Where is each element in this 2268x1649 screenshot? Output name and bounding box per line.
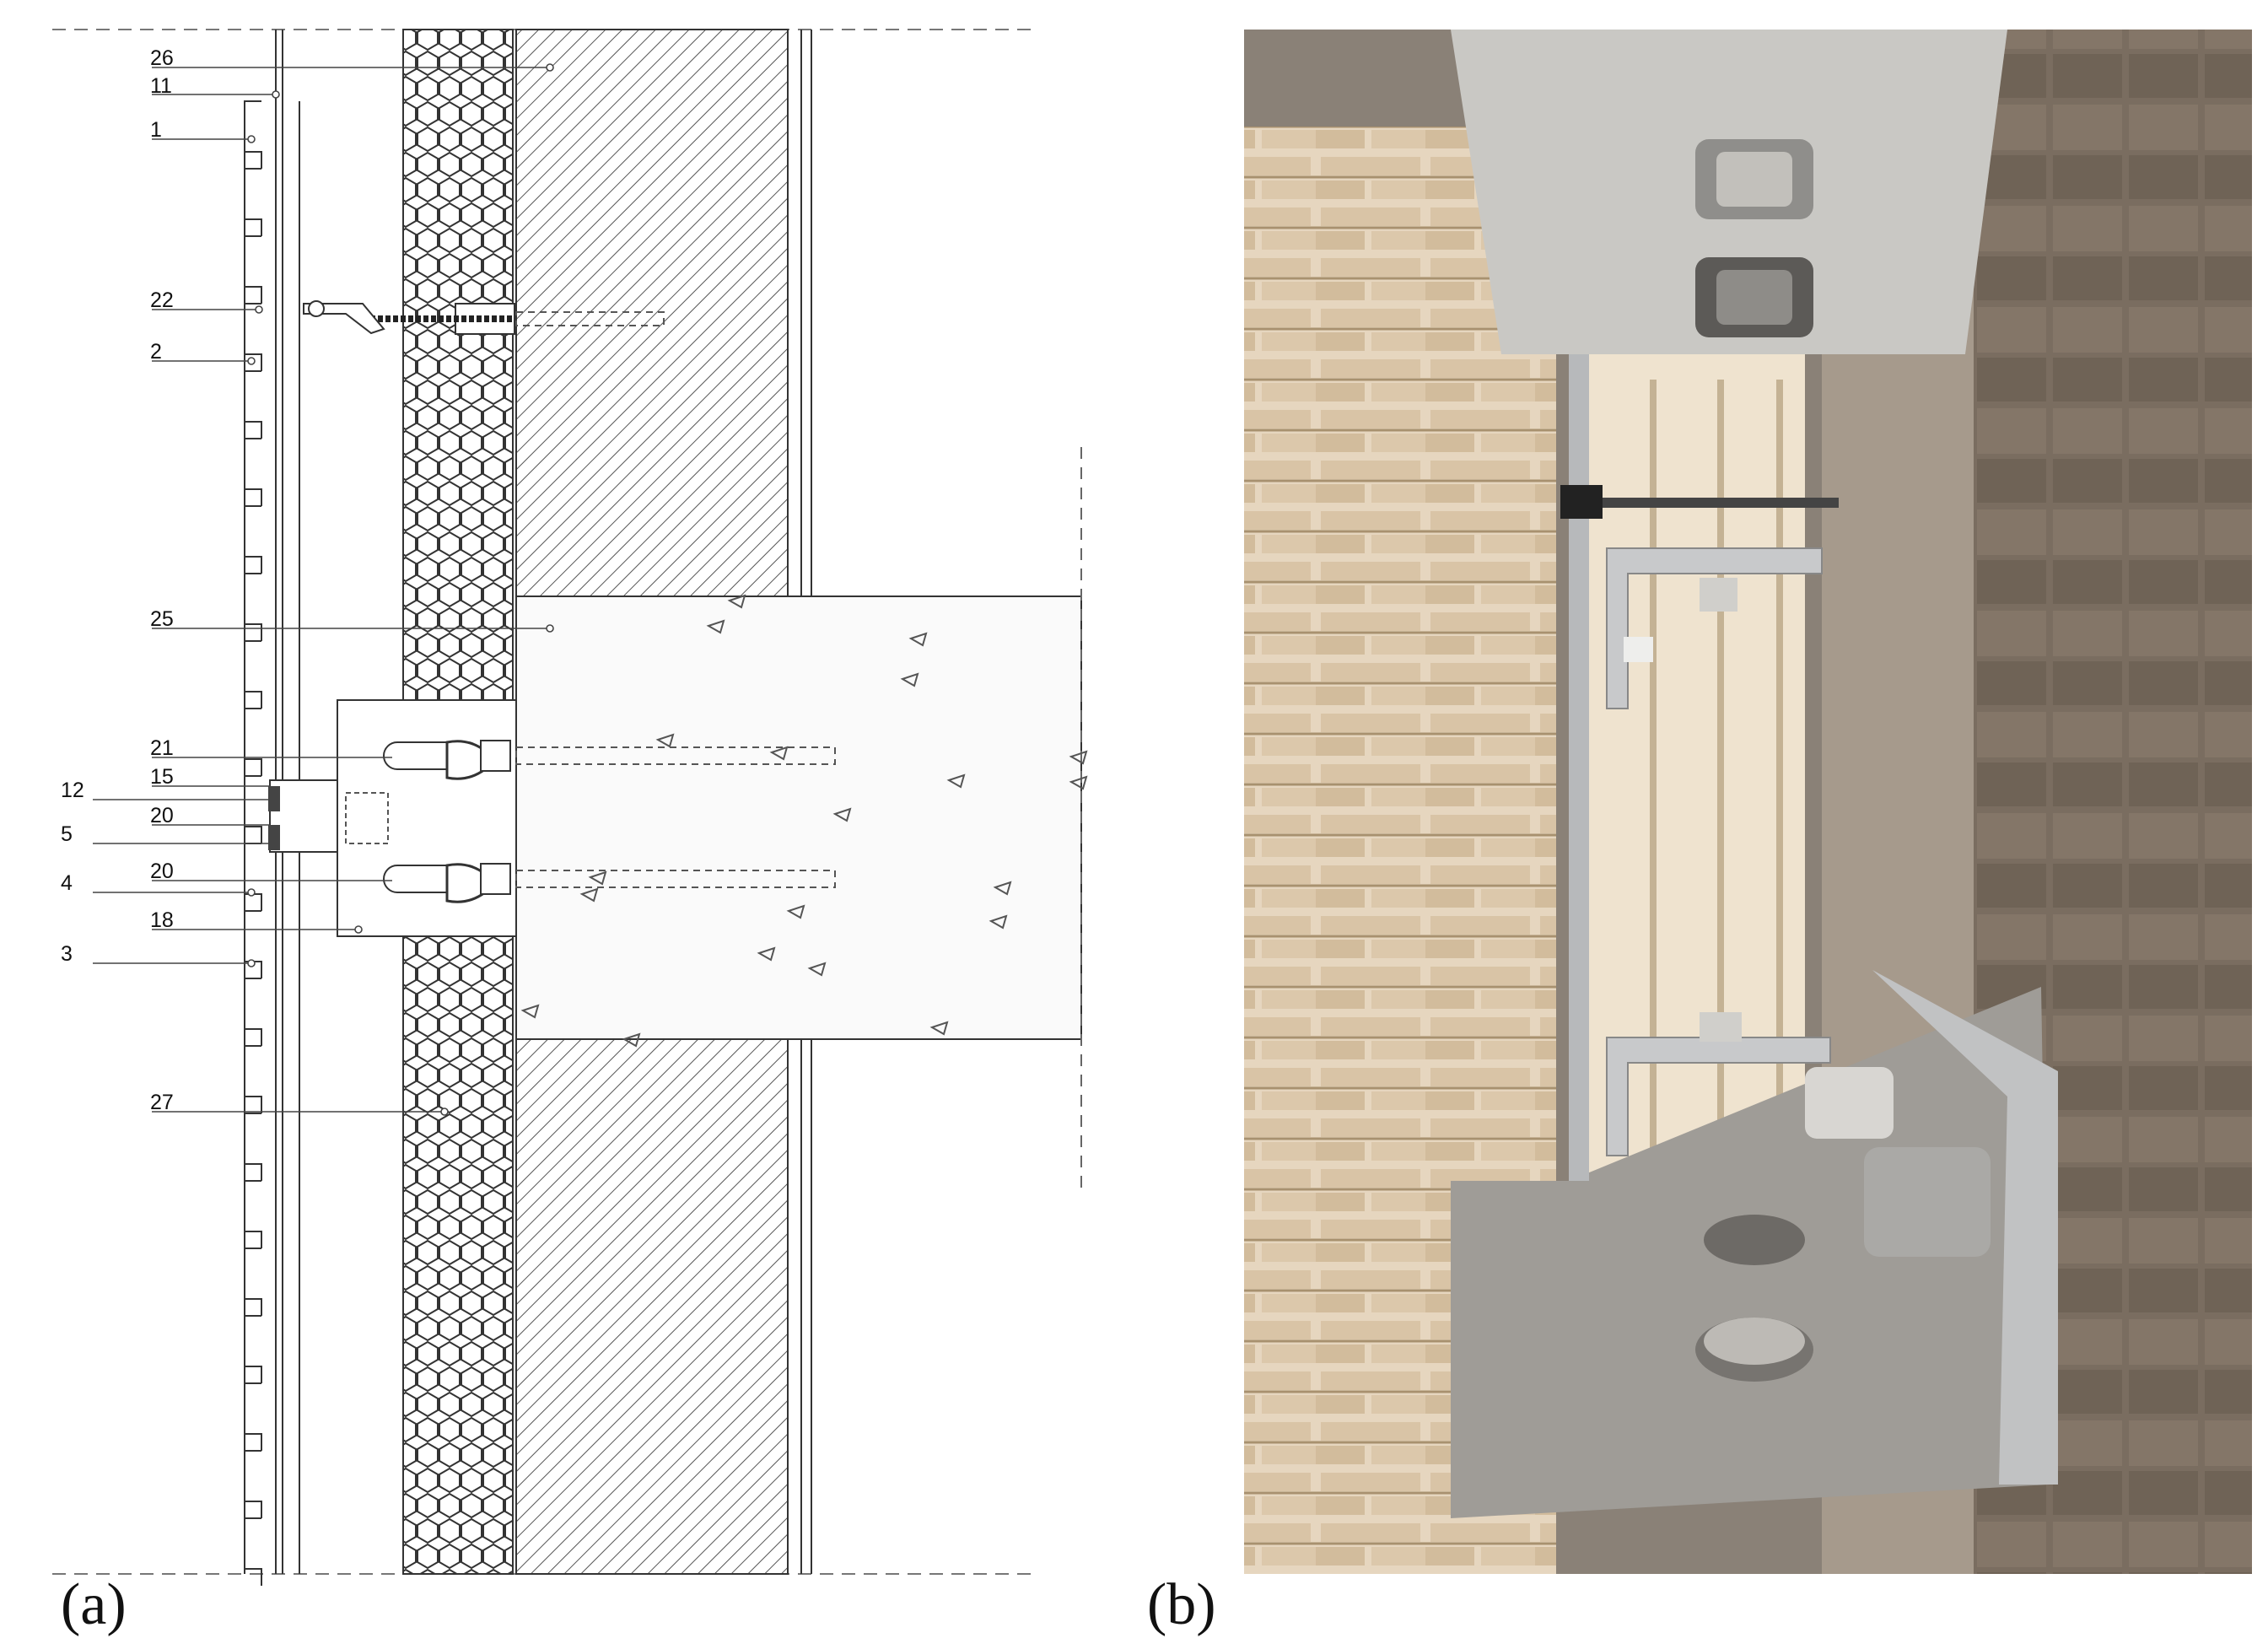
photo-vertical-rail xyxy=(1569,354,1589,1181)
callout-20-upper: 20 xyxy=(150,804,174,827)
callout-4: 4 xyxy=(61,871,73,895)
panel-b-label: (b) xyxy=(1147,1572,1216,1637)
callout-11: 11 xyxy=(150,74,172,98)
panel-a-label: (a) xyxy=(61,1572,127,1637)
callout-15: 15 xyxy=(150,765,174,789)
callout-1: 1 xyxy=(150,118,162,142)
callout-2: 2 xyxy=(150,340,162,364)
photo-corridor-light xyxy=(1569,354,1805,1198)
callout-3: 3 xyxy=(61,942,73,966)
main-console-bracket xyxy=(268,699,836,937)
callout-26: 26 xyxy=(150,46,174,70)
masonry-wall-lower xyxy=(515,1038,789,1575)
callout-20-lower: 20 xyxy=(150,860,174,883)
callout-22: 22 xyxy=(150,288,174,312)
panel-a-drawing: 26 11 1 22 2 25 21 15 12 20 5 20 4 18 3 … xyxy=(52,29,1088,1637)
photo-bolts xyxy=(1624,139,1991,1382)
leader-lines xyxy=(93,67,548,1113)
callout-12: 12 xyxy=(61,779,84,802)
callout-21: 21 xyxy=(150,736,174,760)
panel-b-photo: (b) xyxy=(1147,30,2252,1637)
upper-anchor-bracket xyxy=(303,300,665,335)
callout-18: 18 xyxy=(150,908,174,932)
callout-5: 5 xyxy=(61,822,73,846)
concrete-slab xyxy=(515,447,1088,1189)
callout-25: 25 xyxy=(150,607,174,631)
callout-27: 27 xyxy=(150,1091,174,1114)
